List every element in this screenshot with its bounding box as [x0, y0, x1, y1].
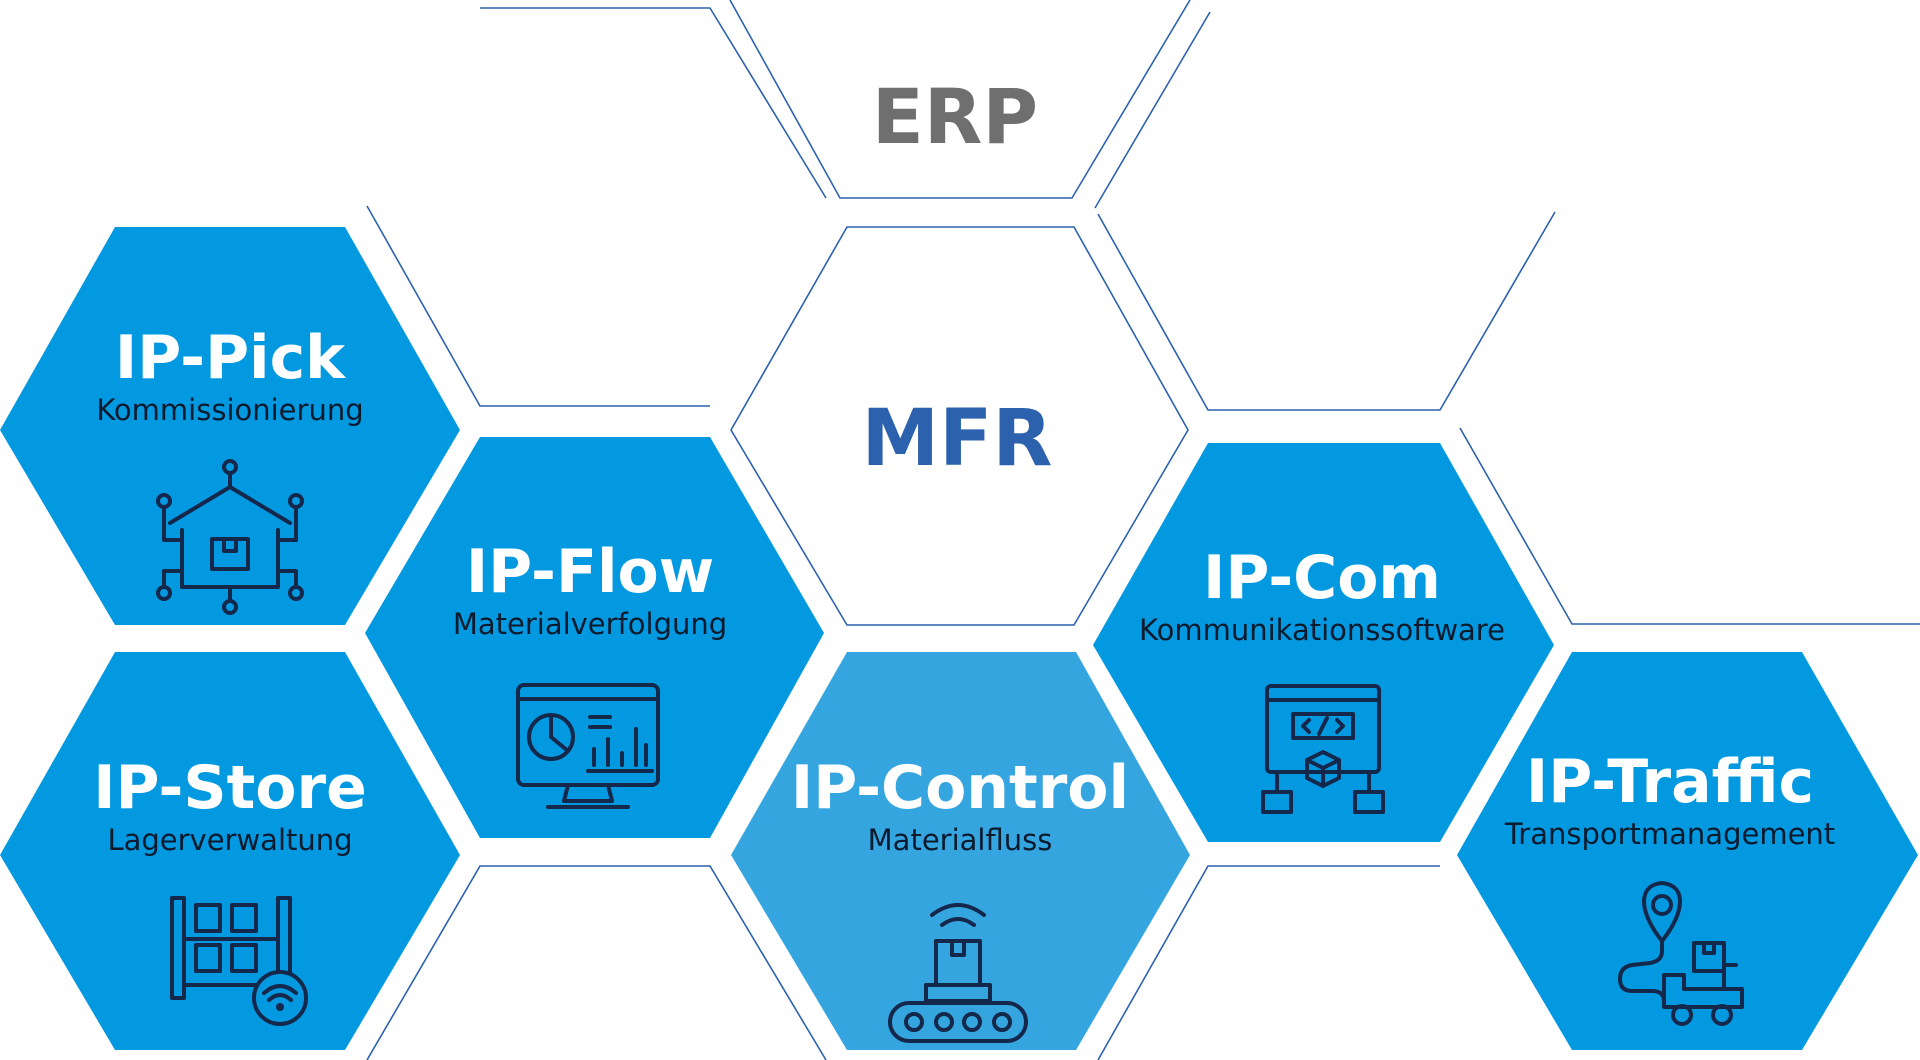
module-ip-store[interactable]: IP-Store Lagerverwaltung: [0, 652, 460, 1050]
module-ip-com[interactable]: IP-Com Kommunikationssoftware: [1093, 443, 1554, 842]
warehouse-network-icon: [156, 459, 304, 615]
outline-fragment: [1097, 865, 1440, 1060]
hex-shape: [365, 437, 824, 838]
hex-shape: [0, 652, 460, 1050]
module-subtitle: Materialverfolgung: [453, 607, 727, 641]
module-title: IP-Store: [93, 753, 367, 823]
mfr-hexagon-shape: [730, 226, 1189, 626]
module-subtitle: Lagerverwaltung: [107, 823, 352, 857]
outline-fragment: [1094, 11, 1211, 209]
hex-shape: [0, 227, 460, 625]
hex-shape: [731, 652, 1190, 1050]
module-title: IP-Com: [1203, 543, 1441, 613]
outline-fragment: [729, 0, 1191, 199]
hex-shape: [1093, 443, 1554, 842]
outline-fragment: [1459, 427, 1920, 625]
outline-fragment: [480, 7, 827, 199]
outline-fragment: [366, 205, 710, 407]
module-ip-pick[interactable]: IP-Pick Kommissionierung: [0, 227, 460, 625]
storage-rack-wifi-icon: [170, 896, 308, 1026]
module-subtitle: Materialfluss: [868, 823, 1053, 857]
code-window-network-icon: [1261, 684, 1385, 814]
module-subtitle: Kommissionierung: [96, 393, 363, 427]
module-title: IP-Traffic: [1526, 747, 1814, 817]
outline-fragment: [1097, 211, 1556, 411]
outline-fragments: [366, 0, 1920, 1060]
module-ip-traffic[interactable]: IP-Traffic Transportmanagement: [1457, 652, 1918, 1050]
module-ip-control[interactable]: IP-Control Materialfluss: [731, 652, 1190, 1050]
module-ip-flow[interactable]: IP-Flow Materialverfolgung: [365, 437, 824, 838]
module-title: IP-Flow: [466, 537, 714, 607]
module-title: IP-Pick: [115, 323, 347, 393]
delivery-route-icon: [1618, 881, 1744, 1026]
conveyor-wifi-icon: [888, 903, 1028, 1043]
erp-label: ERP: [872, 72, 1038, 161]
mfr-label: MFR: [862, 394, 1053, 484]
outline-fragment: [366, 865, 827, 1060]
monitor-dashboard-icon: [516, 683, 660, 809]
module-title: IP-Control: [791, 753, 1129, 823]
hex-shape: [1457, 652, 1918, 1050]
mfr-hexagon: MFR: [730, 226, 1189, 626]
module-subtitle: Transportmanagement: [1504, 817, 1835, 851]
module-subtitle: Kommunikationssoftware: [1139, 613, 1505, 647]
